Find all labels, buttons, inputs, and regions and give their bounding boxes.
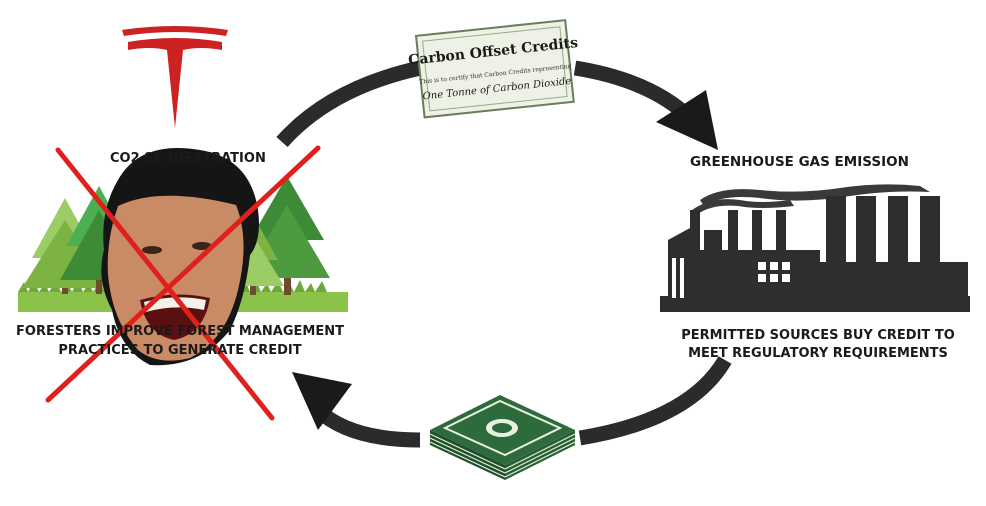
tesla-logo-icon [122, 26, 228, 128]
label-permitted-sources: PERMITTED SOURCES BUY CREDIT TO MEET REG… [668, 327, 968, 363]
face-photo [101, 148, 259, 366]
carbon-certificate-icon: Carbon Offset Credits This is to certify… [408, 19, 579, 119]
foresters-line-2: PRACTICES TO GENERATE CREDIT [58, 343, 302, 358]
arrowhead-left [292, 372, 352, 430]
label-foresters: FORESTERS IMPROVE FOREST MANAGEMENT PRAC… [2, 322, 358, 360]
factory-icon [660, 184, 970, 312]
permitted-line-1: PERMITTED SOURCES BUY CREDIT TO [681, 328, 955, 343]
money-stack-icon [429, 395, 576, 480]
arc-bottom-right [578, 356, 732, 446]
grass-tufts [18, 280, 327, 292]
arc-top-right [573, 60, 696, 124]
arc-top-left [276, 60, 422, 148]
label-co2-sequestration: CO2 SEQUESTRATION [110, 151, 266, 166]
permitted-line-2: MEET REGULATORY REQUIREMENTS [688, 346, 948, 361]
label-greenhouse-gas-emission: GREENHOUSE GAS EMISSION [690, 154, 909, 170]
arrowhead-right [656, 90, 718, 150]
foresters-line-1: FORESTERS IMPROVE FOREST MANAGEMENT [16, 324, 344, 339]
arc-bottom-left [312, 404, 421, 448]
red-cross-mark [45, 145, 321, 421]
